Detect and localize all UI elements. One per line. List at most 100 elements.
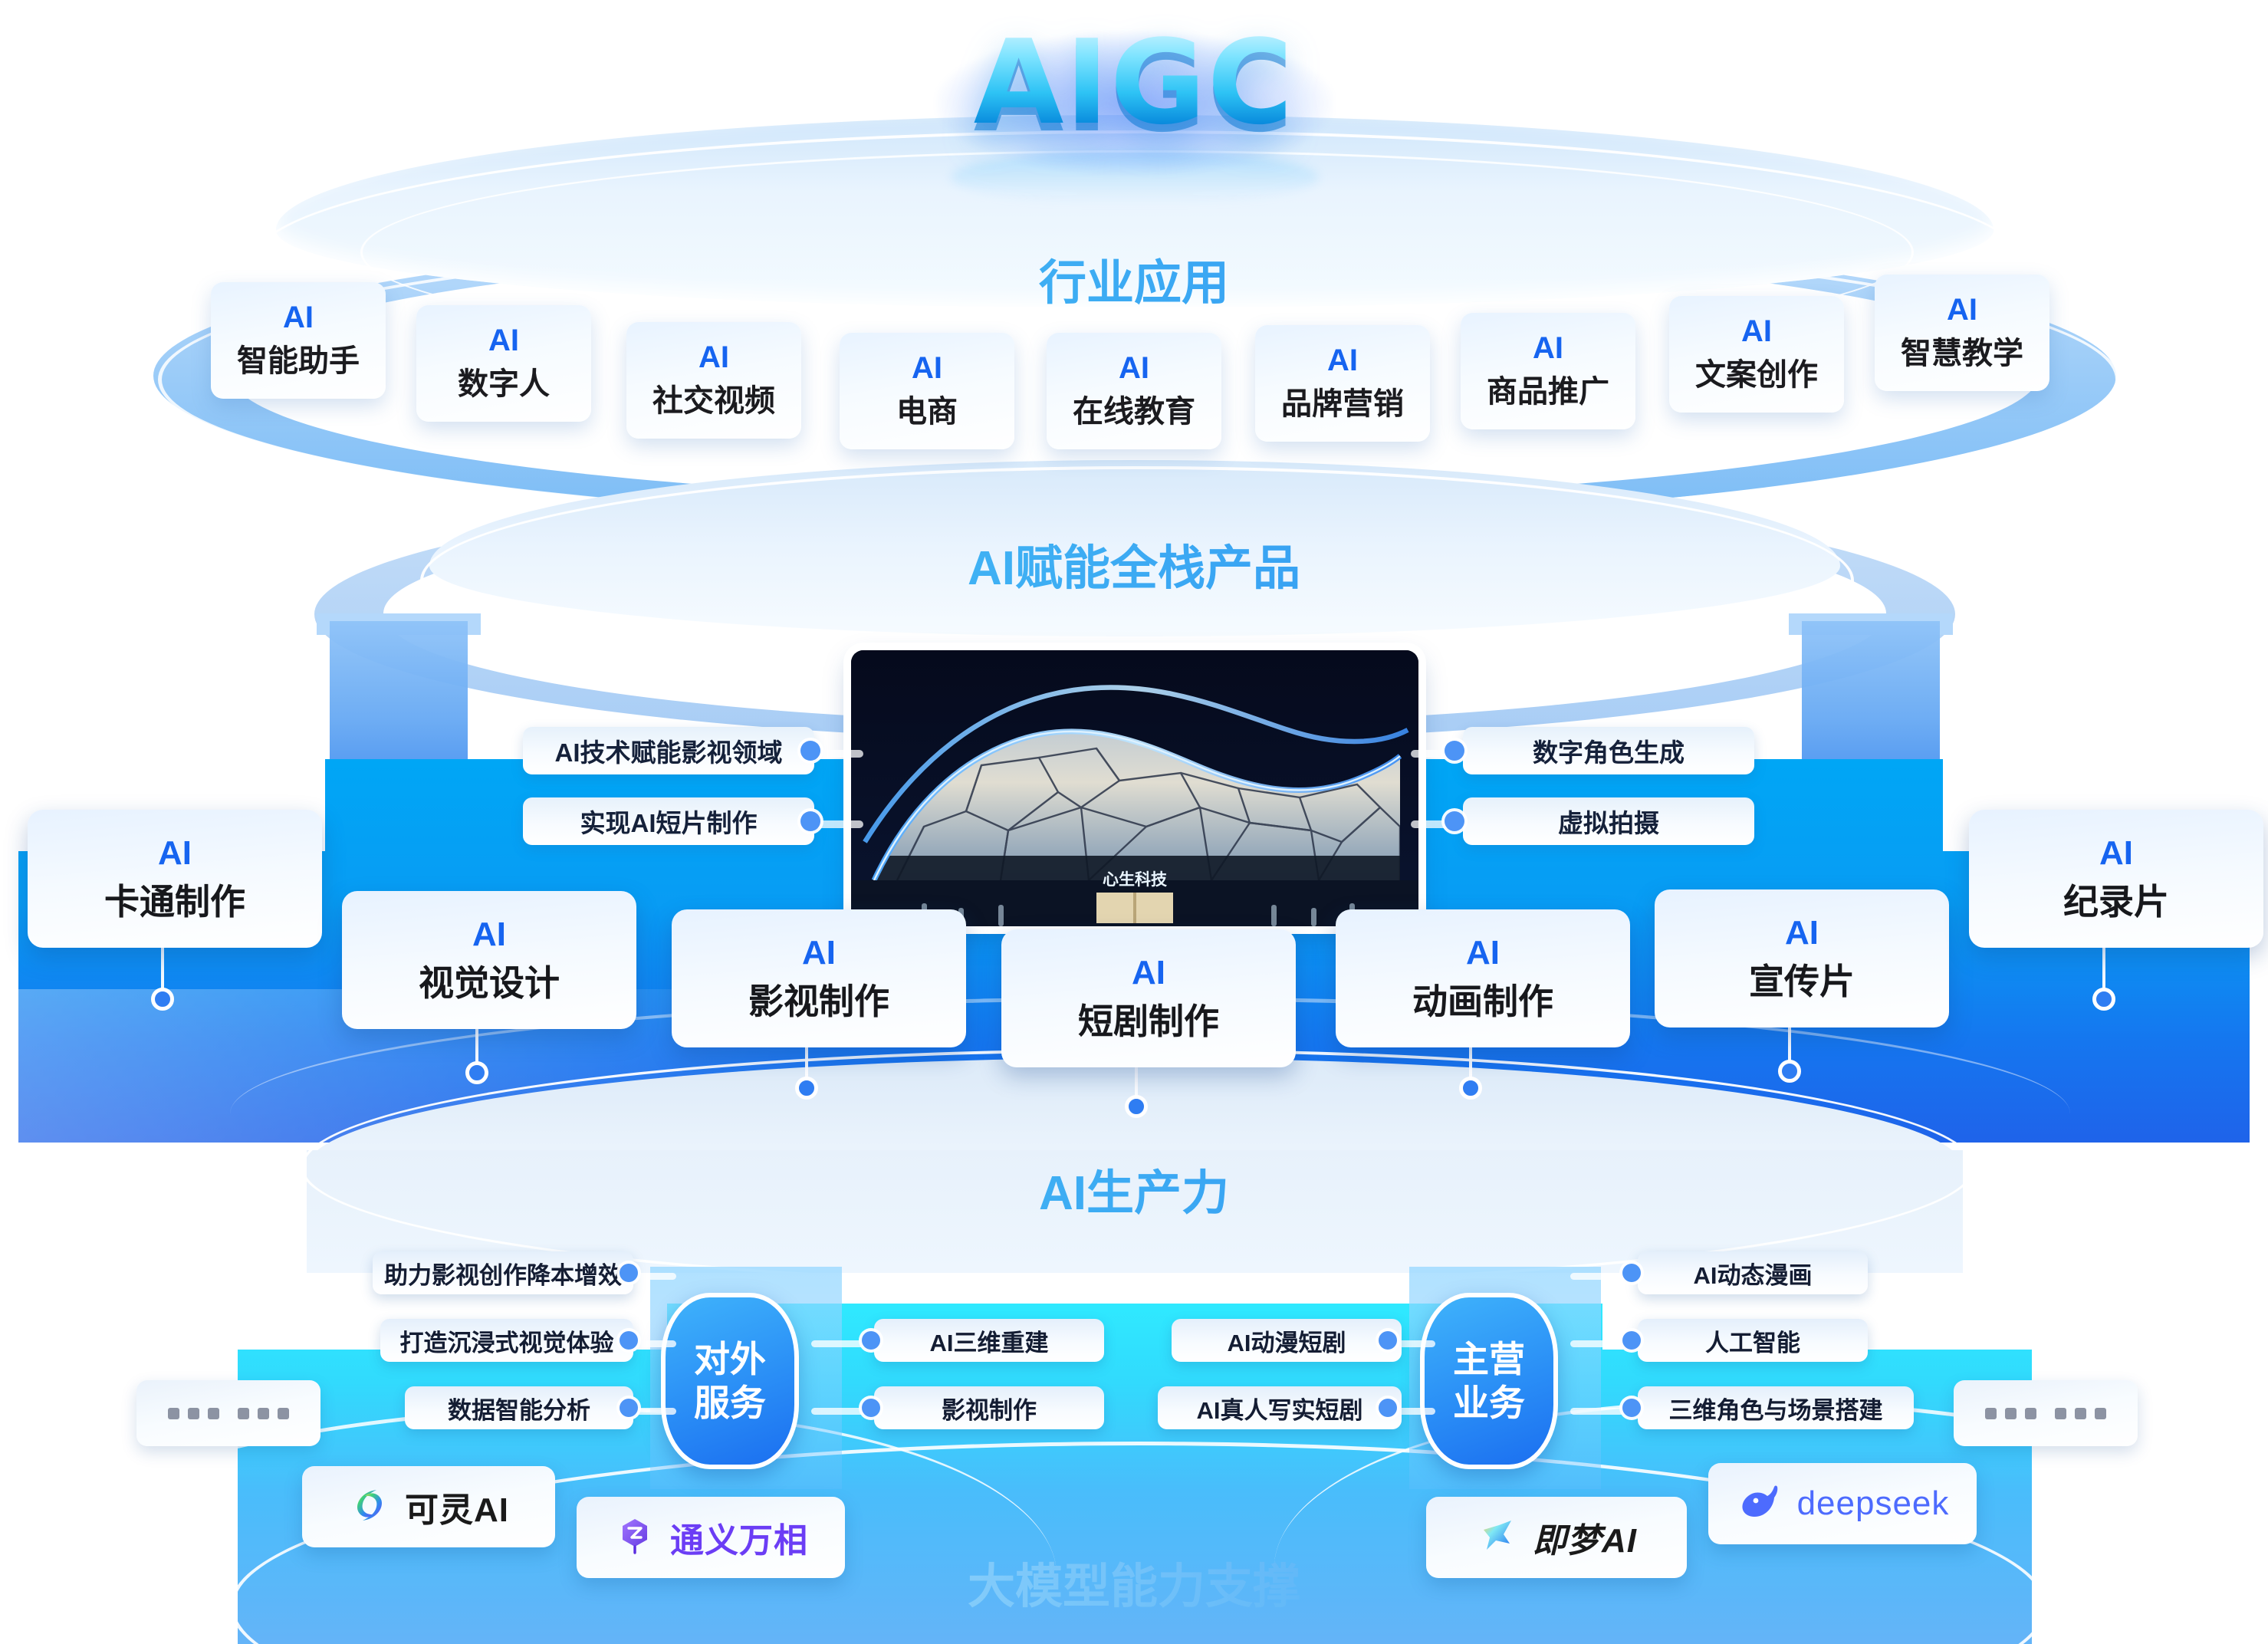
hub-external-dot-right-0 <box>862 1331 880 1350</box>
tier-heading-llm: 大模型能力支撑 <box>0 1547 2268 1616</box>
app-card-prefix: AI <box>1533 331 1563 365</box>
placeholder-dots-left-b <box>238 1407 289 1419</box>
callout-left-0[interactable]: AI技术赋能影视领域 <box>523 727 814 774</box>
app-card-label: 文案创作 <box>1695 358 1818 392</box>
app-card-label: 数字人 <box>458 367 550 401</box>
app-card-label: 电商 <box>896 395 958 429</box>
hub-core-connector-right-2 <box>1570 1408 1624 1415</box>
product-card-4[interactable]: AI 动画制作 <box>1336 909 1630 1047</box>
hub-core-connector-left-0 <box>1382 1340 1435 1347</box>
brand-name-tongyi: 通义万相 <box>670 1522 808 1560</box>
hub-external-dot-right-1 <box>862 1399 880 1417</box>
app-card-label: 品牌营销 <box>1281 387 1404 421</box>
app-card-4[interactable]: AI 在线教育 <box>1047 333 1221 449</box>
industry-app-row: AI 智能助手 AI 数字人 AI 社交视频 AI 电商 AI 在线教育 AI … <box>157 275 2120 466</box>
product-card-prefix: AI <box>2099 834 2133 873</box>
hub-external-right-item-1-label: 影视制作 <box>942 1396 1037 1424</box>
hub-external-left-item-1-label: 打造沉浸式视觉体验 <box>399 1329 614 1356</box>
page-title-text: AIGC <box>973 15 1295 150</box>
hub-external-left-item-0[interactable]: 助力影视创作降本增效 <box>373 1251 633 1294</box>
hub-external-left-item-2-label: 数据智能分析 <box>448 1396 590 1424</box>
hub-core-connector-right-0 <box>1570 1273 1624 1280</box>
callout-right-1[interactable]: 虚拟拍摄 <box>1463 797 1754 845</box>
product-card-label: 卡通制作 <box>104 881 245 922</box>
app-card-1[interactable]: AI 数字人 <box>416 305 591 422</box>
hub-core-right-item-2[interactable]: 三维角色与场景搭建 <box>1638 1386 1914 1429</box>
brand-card-kling[interactable]: 可灵AI <box>302 1466 555 1547</box>
product-card-3[interactable]: AI 短剧制作 <box>1001 929 1296 1067</box>
brand-card-tongyi[interactable]: 通义万相 <box>577 1497 845 1578</box>
product-card-5[interactable]: AI 宣传片 <box>1655 889 1949 1028</box>
placeholder-dots-left-a <box>168 1407 219 1419</box>
hub-core-right-item-2-label: 三维角色与场景搭建 <box>1668 1396 1883 1424</box>
product-node-6 <box>2092 988 2115 1011</box>
product-card-2[interactable]: AI 影视制作 <box>672 909 966 1047</box>
hub-external-dot-left-0 <box>620 1264 638 1282</box>
tongyi-wanxiang-logo-icon <box>613 1514 656 1561</box>
hub-external-connector-left-2 <box>623 1408 676 1415</box>
product-card-1[interactable]: AI 视觉设计 <box>342 891 636 1029</box>
company-building-photo: 心生科技 <box>851 650 1418 926</box>
hub-core-business[interactable]: 主营 业务 <box>1420 1293 1558 1469</box>
brand-name-jimeng: 即梦AI <box>1533 1522 1637 1560</box>
app-card-label: 社交视频 <box>652 384 775 418</box>
app-card-5[interactable]: AI 品牌营销 <box>1255 325 1430 442</box>
brand-card-deepseek[interactable]: deepseek <box>1708 1463 1977 1544</box>
product-card-0[interactable]: AI 卡通制作 <box>28 810 322 948</box>
hub-external-dot-left-1 <box>620 1331 638 1350</box>
page-title: AIGC <box>0 21 2268 144</box>
callout-right-0-label: 数字角色生成 <box>1533 738 1685 767</box>
app-card-label: 在线教育 <box>1073 395 1195 429</box>
product-card-prefix: AI <box>1785 914 1819 952</box>
callout-right-0[interactable]: 数字角色生成 <box>1463 727 1754 774</box>
hub-external-left-item-0-label: 助力影视创作降本增效 <box>384 1261 622 1289</box>
product-card-label: 视觉设计 <box>419 962 560 1003</box>
app-card-2[interactable]: AI 社交视频 <box>626 322 801 439</box>
product-card-prefix: AI <box>158 834 192 873</box>
hub-core-right-item-1[interactable]: 人工智能 <box>1638 1319 1868 1362</box>
hub-external-right-item-0[interactable]: AI三维重建 <box>874 1319 1104 1362</box>
app-card-6[interactable]: AI 商品推广 <box>1461 313 1635 429</box>
hub-core-left-item-1[interactable]: AI真人写实短剧 <box>1158 1386 1402 1429</box>
app-card-7[interactable]: AI 文案创作 <box>1669 296 1844 413</box>
hub-core-dot-left-0 <box>1379 1331 1397 1350</box>
app-card-label: 智能助手 <box>237 344 360 378</box>
product-card-prefix: AI <box>1132 954 1165 992</box>
app-card-0[interactable]: AI 智能助手 <box>211 282 386 399</box>
callout-left-1[interactable]: 实现AI短片制作 <box>523 797 814 845</box>
hub-core-line2: 业务 <box>1453 1383 1525 1423</box>
hub-external-left-item-1[interactable]: 打造沉浸式视觉体验 <box>380 1319 633 1362</box>
brand-name-kling: 可灵AI <box>405 1491 509 1529</box>
hub-core-left-item-1-label: AI真人写实短剧 <box>1196 1396 1363 1424</box>
hub-external-left-item-2[interactable]: 数据智能分析 <box>405 1386 633 1429</box>
hub-external-right-item-1[interactable]: 影视制作 <box>874 1386 1104 1429</box>
hub-external-dot-left-2 <box>620 1399 638 1417</box>
product-stem-1 <box>475 1029 478 1066</box>
hub-external-connector-right-0 <box>811 1340 865 1347</box>
product-stem-6 <box>2102 948 2105 992</box>
callout-dot-right-0 <box>1445 741 1464 761</box>
product-stem-0 <box>161 948 164 992</box>
tier-heading-productivity: AI生产力 <box>0 1154 2268 1223</box>
title-glow <box>935 31 1334 176</box>
callout-connector-right-1 <box>1411 820 1472 828</box>
hub-core-dot-right-1 <box>1622 1331 1641 1350</box>
app-card-3[interactable]: AI 电商 <box>840 333 1014 449</box>
hub-core-left-item-0[interactable]: AI动漫短剧 <box>1172 1319 1402 1362</box>
app-card-prefix: AI <box>912 351 942 385</box>
jimeng-logo-icon <box>1476 1514 1519 1561</box>
brand-card-jimeng[interactable]: 即梦AI <box>1426 1497 1687 1578</box>
product-node-4 <box>1459 1077 1482 1100</box>
product-card-6[interactable]: AI 纪录片 <box>1969 810 2263 948</box>
placeholder-card-right <box>1954 1380 2138 1446</box>
app-card-prefix: AI <box>1119 351 1149 385</box>
product-stem-5 <box>1788 1028 1791 1064</box>
hub-core-right-item-1-label: 人工智能 <box>1705 1329 1800 1356</box>
hub-external-services[interactable]: 对外 服务 <box>661 1293 799 1469</box>
hub-core-connector-right-1 <box>1570 1340 1624 1347</box>
app-card-8[interactable]: AI 智慧教学 <box>1875 275 2049 391</box>
product-stem-2 <box>805 1047 808 1081</box>
callout-dot-left-1 <box>800 811 820 831</box>
app-card-label: 商品推广 <box>1487 375 1609 409</box>
hub-core-right-item-0[interactable]: AI动态漫画 <box>1638 1251 1868 1294</box>
